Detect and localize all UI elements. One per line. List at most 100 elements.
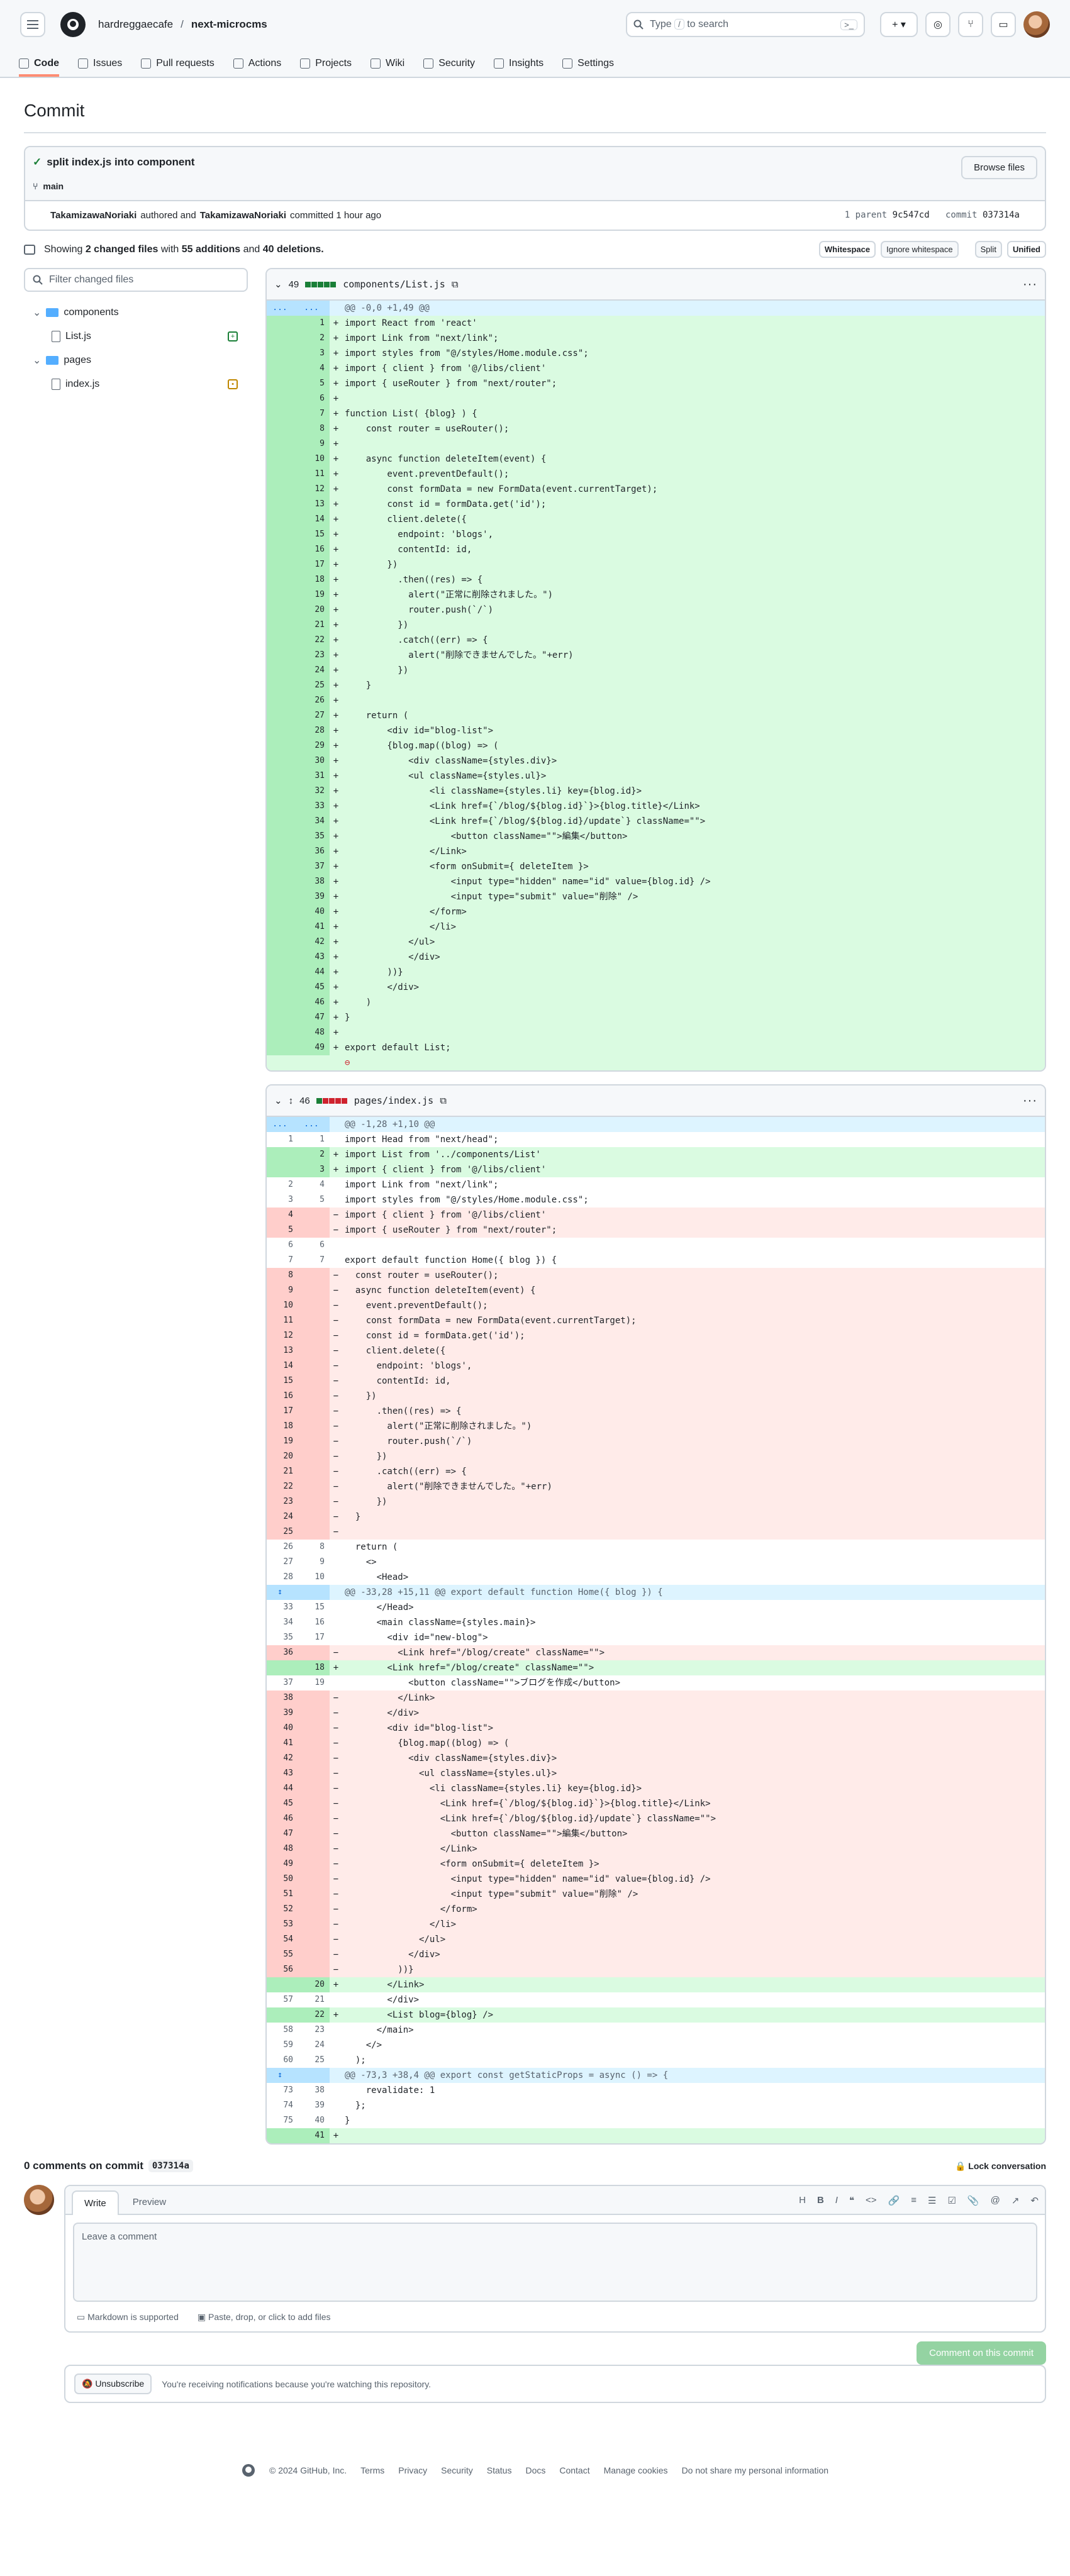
old-line-number[interactable] xyxy=(267,587,298,602)
old-line-number[interactable] xyxy=(267,361,298,376)
new-line-number[interactable] xyxy=(298,1343,330,1358)
pull-requests-icon[interactable]: ⑂ xyxy=(958,12,983,37)
task-list-icon[interactable]: ☑ xyxy=(947,2196,956,2206)
comment-submit-button[interactable]: Comment on this commit xyxy=(917,2341,1046,2365)
new-line-number[interactable]: 27 xyxy=(298,708,330,723)
tab-wiki[interactable]: Wiki xyxy=(371,58,404,77)
bold-icon[interactable]: B xyxy=(816,2195,824,2206)
lock-conversation-button[interactable]: 🔒 Lock conversation xyxy=(954,2160,1046,2171)
new-line-number[interactable] xyxy=(298,1690,330,1706)
old-line-number[interactable]: 53 xyxy=(267,1917,298,1932)
github-logo-icon[interactable] xyxy=(60,12,86,37)
old-line-number[interactable] xyxy=(267,391,298,406)
new-line-number[interactable] xyxy=(298,1932,330,1947)
create-new-button[interactable]: + ▾ xyxy=(880,12,918,37)
new-line-number[interactable]: 48 xyxy=(298,1025,330,1040)
new-line-number[interactable] xyxy=(298,1313,330,1328)
old-line-number[interactable]: 24 xyxy=(267,1509,298,1524)
new-line-number[interactable]: 3 xyxy=(298,346,330,361)
new-line-number[interactable] xyxy=(298,1887,330,1902)
more-options-icon[interactable]: ··· xyxy=(1023,1093,1037,1108)
new-line-number[interactable]: 28 xyxy=(298,723,330,738)
old-line-number[interactable]: 20 xyxy=(267,1449,298,1464)
old-line-number[interactable]: 42 xyxy=(267,1751,298,1766)
old-line-number[interactable]: 51 xyxy=(267,1887,298,1902)
old-line-number[interactable] xyxy=(267,874,298,889)
old-line-number[interactable]: 25 xyxy=(267,1524,298,1540)
new-line-number[interactable] xyxy=(298,1781,330,1796)
old-line-number[interactable] xyxy=(267,1040,298,1055)
new-line-number[interactable]: 10 xyxy=(315,1572,325,1582)
old-line-number[interactable]: 18 xyxy=(267,1419,298,1434)
new-line-number[interactable]: 21 xyxy=(298,618,330,633)
new-line-number[interactable]: 20 xyxy=(298,602,330,618)
new-line-number[interactable]: 42 xyxy=(298,935,330,950)
new-line-number[interactable] xyxy=(298,1872,330,1887)
old-line-number[interactable] xyxy=(267,376,298,391)
new-line-number[interactable]: 2 xyxy=(298,331,330,346)
old-line-number[interactable]: 43 xyxy=(267,1766,298,1781)
new-line-number[interactable]: 5 xyxy=(298,376,330,391)
new-line-number[interactable]: 19 xyxy=(298,587,330,602)
old-line-number[interactable]: 15 xyxy=(267,1374,298,1389)
new-line-number[interactable]: 7 xyxy=(298,406,330,421)
old-line-number[interactable]: 3 xyxy=(288,1195,293,1204)
new-line-number[interactable]: 20 xyxy=(298,1977,330,1992)
reference-icon[interactable]: ↗ xyxy=(1011,2196,1020,2206)
old-line-number[interactable]: 73 xyxy=(283,2085,293,2095)
undo-icon[interactable]: ↶ xyxy=(1030,2196,1039,2206)
search-input[interactable]: Type / to search >_ xyxy=(626,12,865,37)
old-line-number[interactable]: 45 xyxy=(267,1796,298,1811)
new-line-number[interactable]: 31 xyxy=(298,769,330,784)
old-line-number[interactable] xyxy=(267,769,298,784)
new-line-number[interactable] xyxy=(298,1826,330,1841)
old-line-number[interactable]: 19 xyxy=(267,1434,298,1449)
github-footer-logo-icon[interactable] xyxy=(242,2463,255,2477)
new-line-number[interactable]: 15 xyxy=(298,527,330,542)
old-line-number[interactable] xyxy=(267,663,298,678)
old-line-number[interactable]: 13 xyxy=(267,1343,298,1358)
new-line-number[interactable] xyxy=(298,1055,330,1070)
footer-link[interactable]: Terms xyxy=(360,2465,385,2475)
footer-link[interactable]: Security xyxy=(441,2465,473,2475)
new-line-number[interactable] xyxy=(298,1706,330,1721)
new-line-number[interactable]: 22 xyxy=(298,2007,330,2023)
old-line-number[interactable]: 41 xyxy=(267,1736,298,1751)
new-line-number[interactable]: ... xyxy=(298,301,330,316)
tree-folder[interactable]: ⌄pages xyxy=(24,348,248,372)
tab-code[interactable]: Code xyxy=(19,58,59,77)
new-line-number[interactable] xyxy=(298,1509,330,1524)
new-line-number[interactable]: 2 xyxy=(298,1147,330,1162)
old-line-number[interactable] xyxy=(267,482,298,497)
new-line-number[interactable]: 12 xyxy=(298,482,330,497)
old-line-number[interactable]: 14 xyxy=(267,1358,298,1374)
footer-link[interactable]: Privacy xyxy=(398,2465,428,2475)
new-line-number[interactable] xyxy=(298,1223,330,1238)
old-line-number[interactable]: 52 xyxy=(267,1902,298,1917)
copy-icon[interactable]: ⧉ xyxy=(440,1095,447,1106)
new-line-number[interactable]: 17 xyxy=(298,557,330,572)
old-line-number[interactable] xyxy=(267,1147,298,1162)
new-line-number[interactable]: 41 xyxy=(298,2128,330,2143)
old-line-number[interactable] xyxy=(267,542,298,557)
ordered-list-icon[interactable]: ≡ xyxy=(911,2195,917,2206)
attach-files-button[interactable]: ▣ Paste, drop, or click to add files xyxy=(197,2312,331,2322)
new-line-number[interactable] xyxy=(298,1841,330,1857)
old-line-number[interactable]: 35 xyxy=(283,1633,293,1642)
new-line-number[interactable]: 4 xyxy=(298,361,330,376)
new-line-number[interactable]: 15 xyxy=(315,1602,325,1612)
old-line-number[interactable] xyxy=(267,708,298,723)
new-line-number[interactable] xyxy=(298,1947,330,1962)
new-line-number[interactable] xyxy=(298,1283,330,1298)
split-view-button[interactable]: Split xyxy=(974,241,1002,258)
old-line-number[interactable]: 58 xyxy=(283,2025,293,2035)
old-line-number[interactable]: 26 xyxy=(283,1542,293,1552)
footer-link[interactable]: Docs xyxy=(525,2465,546,2475)
old-line-number[interactable]: 9 xyxy=(267,1283,298,1298)
old-line-number[interactable]: 50 xyxy=(267,1872,298,1887)
old-line-number[interactable]: 40 xyxy=(267,1721,298,1736)
old-line-number[interactable] xyxy=(267,889,298,904)
old-line-number[interactable]: 60 xyxy=(283,2055,293,2065)
unsubscribe-button[interactable]: 🔕 Unsubscribe xyxy=(74,2373,152,2394)
new-line-number[interactable]: 29 xyxy=(298,738,330,753)
